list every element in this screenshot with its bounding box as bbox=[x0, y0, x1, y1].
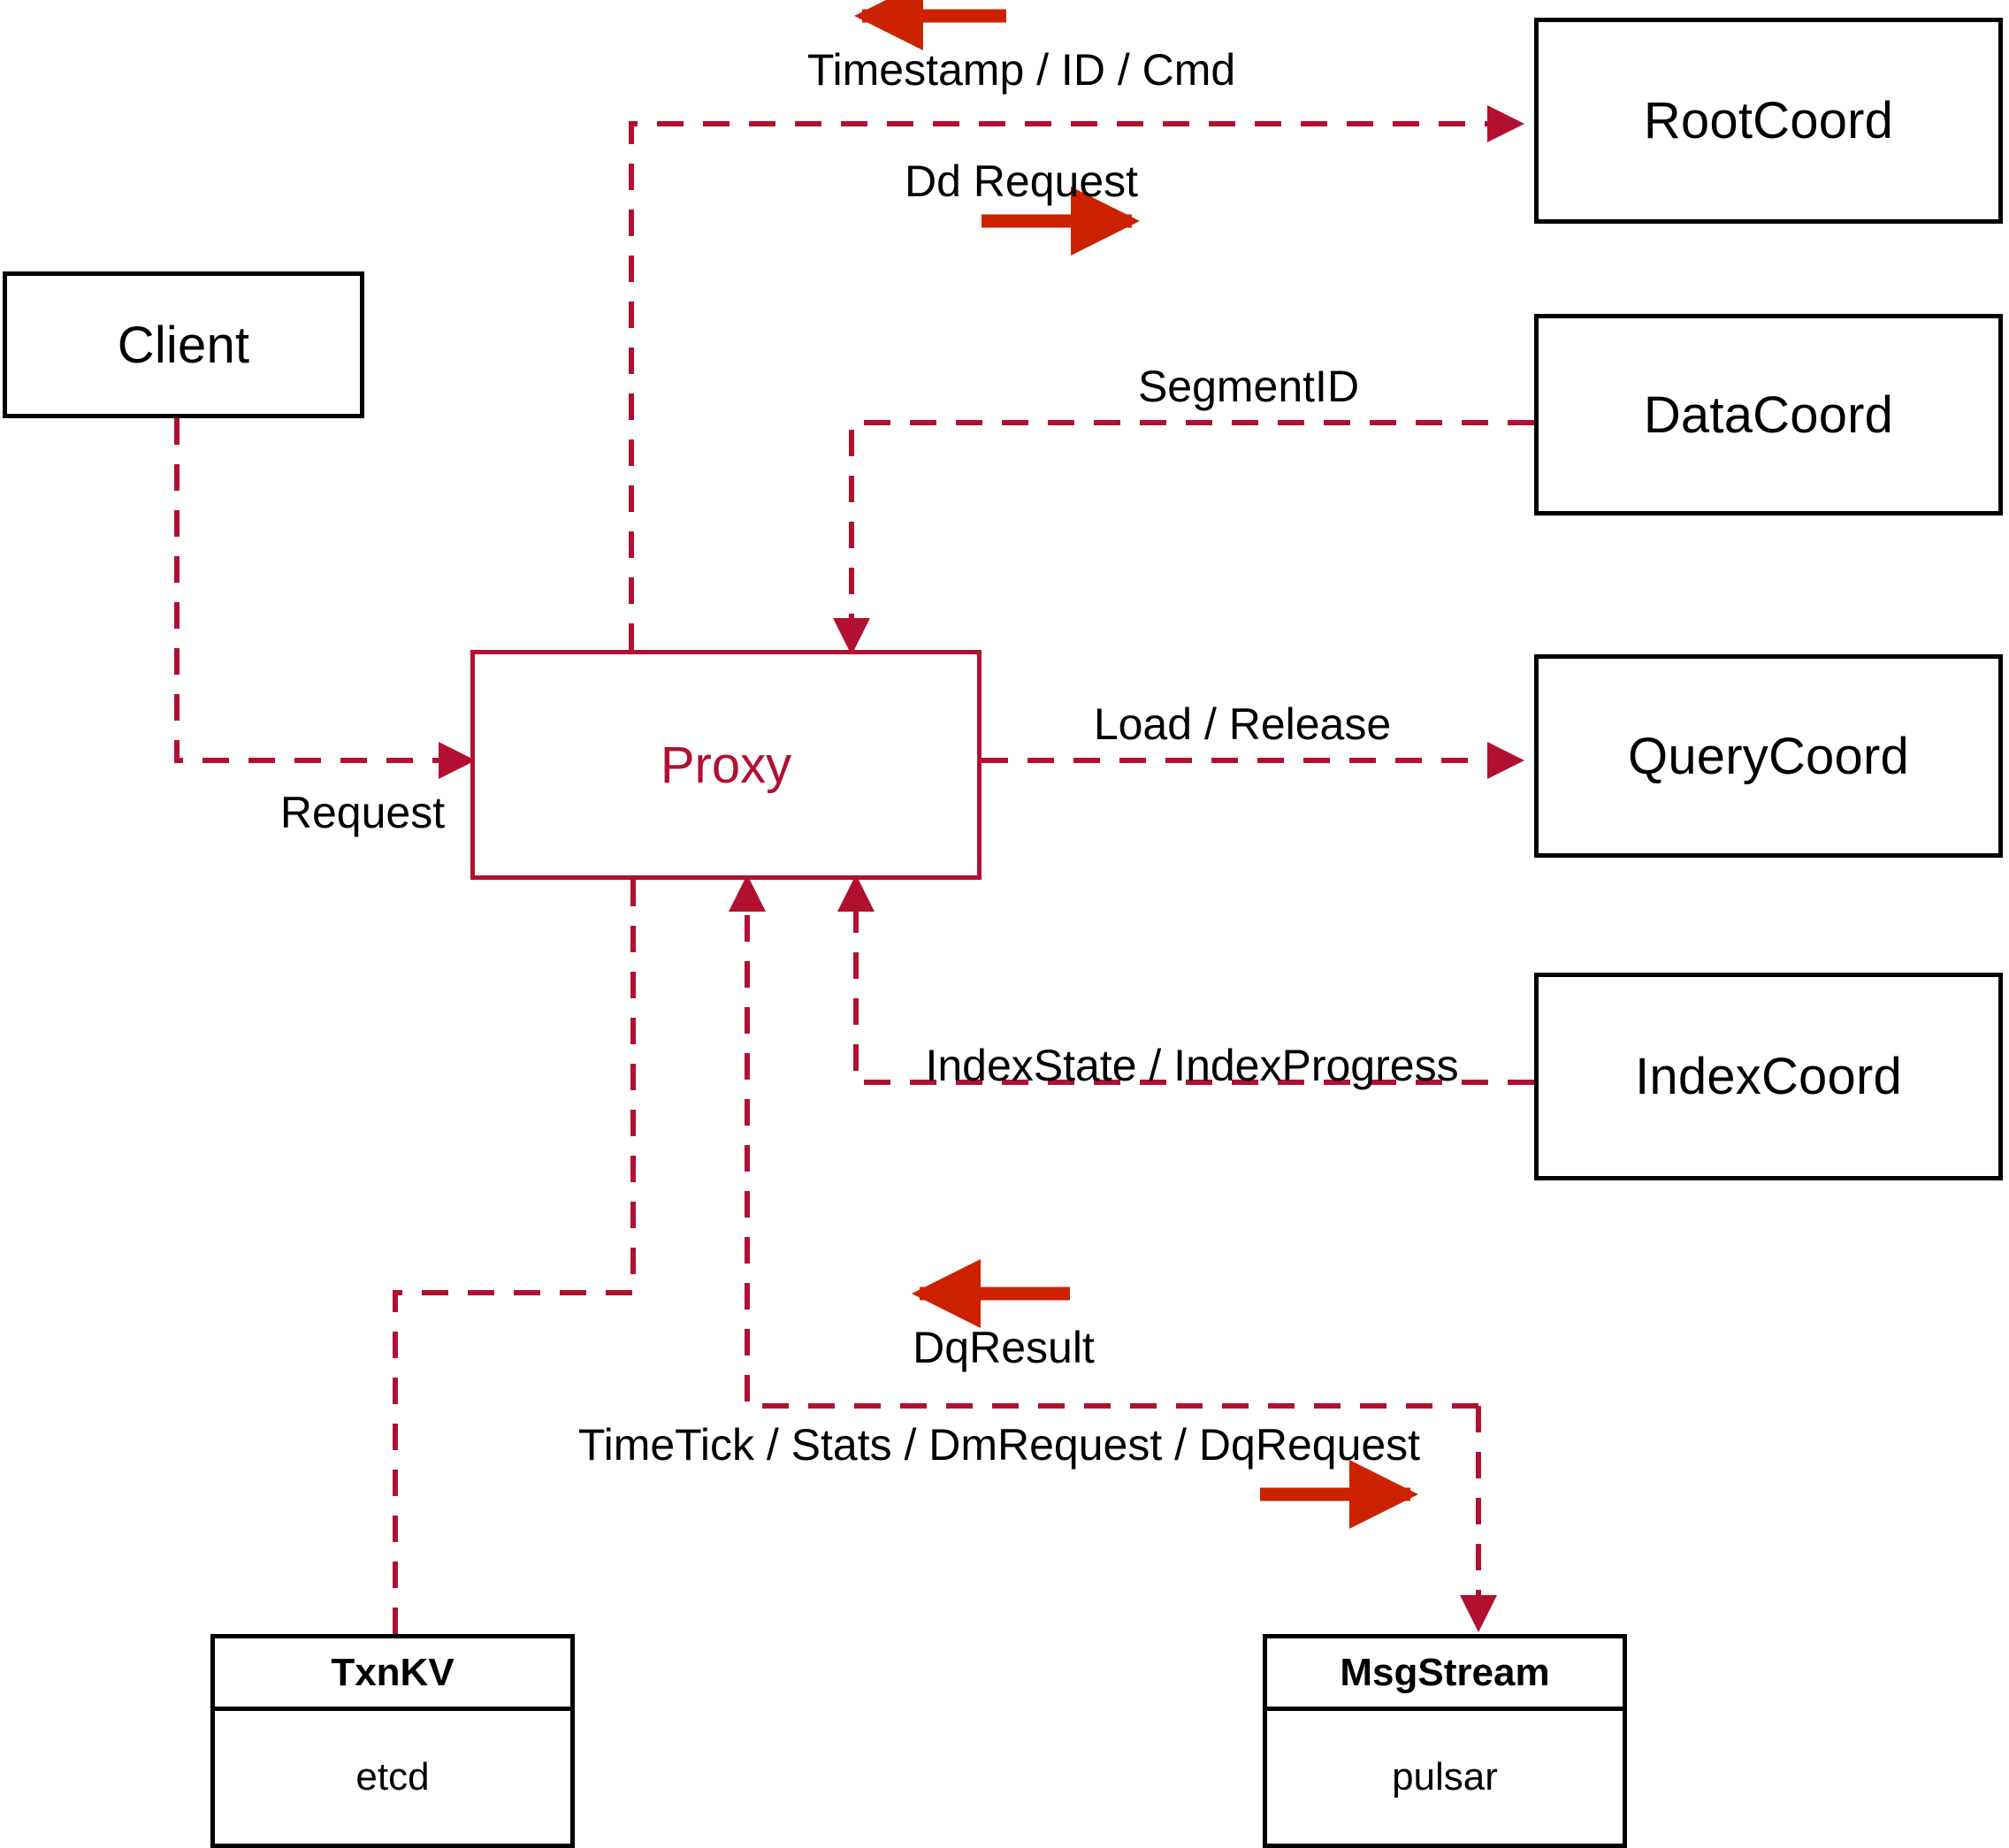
node-txnkv-header-label: TxnKV bbox=[331, 1650, 455, 1694]
node-txnkv[interactable]: TxnKV etcd bbox=[210, 1634, 575, 1848]
edge-label-timetick-stats: TimeTick / Stats / DmRequest / DqRequest bbox=[577, 1420, 1421, 1470]
edge-msgstream-to-proxy bbox=[729, 874, 1478, 1409]
node-datacoord-label: DataCoord bbox=[1643, 386, 1894, 444]
node-proxy[interactable]: Proxy bbox=[470, 650, 982, 880]
node-rootcoord-label: RootCoord bbox=[1643, 92, 1894, 149]
node-client-label: Client bbox=[117, 316, 250, 374]
edge-label-timestamp-id-cmd: Timestamp / ID / Cmd bbox=[806, 45, 1236, 95]
edge-label-dq-result: DqResult bbox=[913, 1323, 1095, 1372]
edge-label-load-release: Load / Release bbox=[1093, 699, 1392, 749]
edge-datacoord-to-proxy bbox=[833, 420, 1534, 655]
node-msgstream-header: MsgStream bbox=[1267, 1638, 1623, 1711]
node-msgstream-header-label: MsgStream bbox=[1340, 1650, 1550, 1694]
node-client[interactable]: Client bbox=[3, 271, 364, 418]
node-datacoord[interactable]: DataCoord bbox=[1534, 314, 2003, 515]
node-querycoord[interactable]: QueryCoord bbox=[1534, 654, 2003, 858]
node-querycoord-label: QueryCoord bbox=[1628, 727, 1909, 785]
node-txnkv-header: TxnKV bbox=[215, 1638, 570, 1711]
edge-label-segment-id: SegmentID bbox=[1137, 362, 1360, 411]
edge-label-dd-request: Dd Request bbox=[904, 157, 1139, 206]
edge-client-to-proxy bbox=[174, 418, 476, 779]
edge-proxy-to-rootcoord bbox=[629, 105, 1524, 650]
edge-proxy-to-txnkv bbox=[393, 880, 636, 1634]
node-msgstream-body-label: pulsar bbox=[1392, 1755, 1498, 1798]
node-txnkv-body: etcd bbox=[215, 1711, 570, 1844]
node-proxy-label: Proxy bbox=[660, 736, 792, 794]
node-txnkv-body-label: etcd bbox=[355, 1755, 430, 1798]
node-msgstream[interactable]: MsgStream pulsar bbox=[1263, 1634, 1627, 1848]
node-indexcoord[interactable]: IndexCoord bbox=[1534, 973, 2003, 1180]
edge-label-request: Request bbox=[279, 788, 446, 837]
node-indexcoord-label: IndexCoord bbox=[1635, 1048, 1902, 1105]
node-rootcoord[interactable]: RootCoord bbox=[1534, 18, 2003, 224]
node-msgstream-body: pulsar bbox=[1267, 1711, 1623, 1844]
edge-label-index-state-progress: IndexState / IndexProgress bbox=[925, 1041, 1459, 1090]
